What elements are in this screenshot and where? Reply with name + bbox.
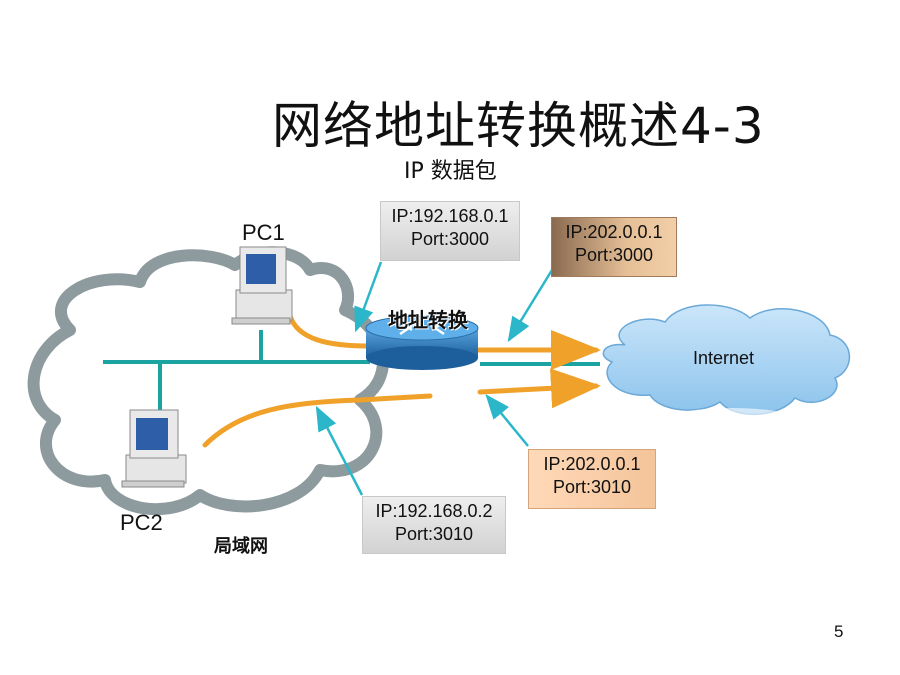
internet-cloud [602,304,851,428]
pc1-label: PC1 [242,220,285,245]
pc1-private-ip: IP:192.168.0.1 [391,206,509,226]
lan-cloud [27,246,389,516]
packet-caption: IP 数据包 [404,159,497,184]
pc1-computer-icon [231,246,293,325]
pc2-public-packet: IP:202.0.0.1 Port:3010 [528,449,656,509]
pc2-public-ip: IP:202.0.0.1 [543,454,641,474]
page-title: 网络地址转换概述4-3 [272,97,765,155]
pc1-private-port: Port:3000 [410,229,490,249]
pointer-arrows [315,261,554,496]
pc2-private-port: Port:3010 [394,524,474,544]
pc1-public-packet: IP:202.0.0.1 Port:3000 [551,217,677,277]
router-label: 地址转换 [388,308,468,332]
pc1-public-ip: IP:202.0.0.1 [565,222,663,242]
pc2-private-ip: IP:192.168.0.2 [375,501,493,521]
pc2-label: PC2 [120,510,163,535]
internet-label: Internet [693,348,755,368]
pc2-public-port: Port:3010 [552,477,632,497]
flow-arrows [202,313,601,448]
pc1-public-port: Port:3000 [574,245,654,265]
lan-label: 局域网 [214,536,268,557]
pc1-private-packet: IP:192.168.0.1 Port:3000 [380,201,520,261]
router-icon [365,315,479,370]
pc2-computer-icon [121,409,187,488]
pc2-private-packet: IP:192.168.0.2 Port:3010 [362,496,506,554]
page-number: 5 [834,622,844,641]
